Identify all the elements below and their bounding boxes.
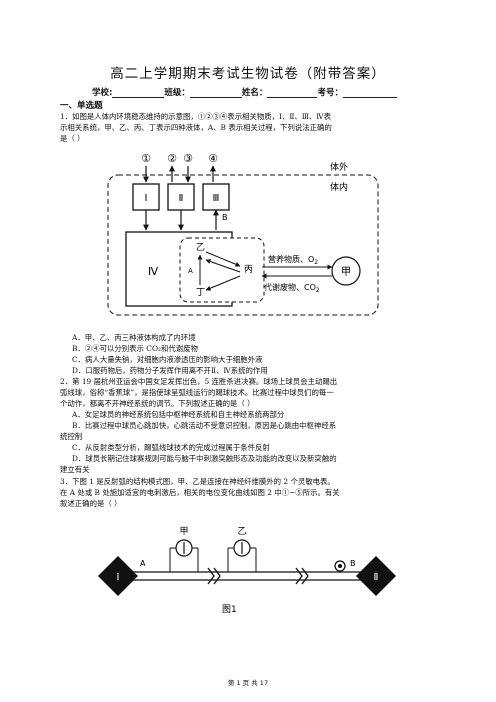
system-IV-label: Ⅳ: [148, 265, 159, 278]
q3-line-1: 3．下图 1 是反射弧的结构模式图，甲、乙是连接在神经纤维膜外的 2 个灵敏电表…: [60, 477, 335, 486]
circled-2: ②: [167, 152, 177, 165]
body-boundary: [107, 174, 379, 316]
wastes-sub: 2: [316, 287, 320, 294]
nutrients-sub: 2: [314, 259, 318, 266]
system-I-label: Ⅰ: [145, 193, 148, 204]
meter-yi-label: 乙: [237, 526, 246, 537]
arrow-bing-yi: [205, 259, 241, 273]
figure-1-caption: 图1: [222, 604, 237, 615]
internal-environment-region: [179, 237, 265, 303]
q2-option-c[interactable]: C．从反射类型分析，踢弧线球技术的完成过程属于条件反射: [72, 443, 270, 452]
structure-II-label: Ⅱ: [374, 572, 379, 583]
q2-option-a[interactable]: A．女足球员的神经系统包括中枢神经系统和自主神经系统两部分: [72, 410, 285, 419]
neuron-cell-body: [334, 560, 346, 572]
class-blank[interactable]: [189, 88, 242, 98]
q2-option-b-cont[interactable]: 统控制: [60, 432, 83, 441]
q1-option-a[interactable]: A．甲、乙、丙三种液体构成了内环境: [72, 333, 196, 342]
system-I-box: [132, 183, 160, 211]
neuron-nucleus: [338, 564, 342, 568]
circled-4: ④: [208, 152, 218, 165]
school-blank[interactable]: [112, 88, 165, 98]
wastes-text: 代谢废物、CO: [264, 282, 316, 292]
class-label: 班级：: [164, 88, 190, 98]
liquid-ding: 丁: [196, 288, 205, 298]
page-title: 高二上学期期末考试生物试卷（附带答案）: [110, 66, 386, 82]
synapse-1-left: [207, 567, 215, 585]
school-label: 学校:: [92, 88, 113, 98]
arrow-yi-bing: [205, 251, 241, 267]
synapse-1-right: [213, 567, 221, 585]
q2-option-d[interactable]: D．球员长期记住球赛规则可能与脑干中刺激突触形态及功能的改变以及新突触的: [72, 454, 337, 463]
meter-jia-label: 甲: [179, 526, 188, 537]
q1-option-b[interactable]: B．②④可以分别表示 CO₂和代谢废物: [72, 344, 198, 353]
structure-II-diamond: [356, 556, 396, 596]
q1-line-1: 1．如图是人体内环境稳态维持的示意图，①②③④表示相关物质，Ⅰ、Ⅱ、Ⅲ、Ⅳ表: [60, 112, 332, 121]
number-blank[interactable]: [342, 88, 397, 98]
q3-line-2: 在 A 处或 B 处施加适宜的电刺激后，相关的电位变化曲线如图 2 中①~⑤所示…: [60, 488, 340, 497]
q2-line-1: 2．第 19 届杭州亚运会中国女足发挥出色，5 连胜杀进决赛。球场上球员会主动踢…: [60, 377, 338, 386]
system-IV-box: [125, 231, 233, 307]
q3-line-3: 叙述正确的是（ ）: [60, 499, 122, 508]
q2-option-d-cont[interactable]: 建立有关: [60, 465, 90, 474]
outside-label: 体外: [330, 161, 348, 173]
q1-option-c[interactable]: C．病人大量失钠，对细胞内液渗透压的影响大于细胞外液: [72, 355, 263, 364]
system-II-label: Ⅱ: [179, 193, 184, 204]
q1-option-d[interactable]: D．口服药物后，药物分子发挥作用离不开Ⅱ、Ⅳ系统的作用: [72, 366, 268, 375]
liquid-bing: 丙: [244, 264, 253, 275]
meter-jia: [175, 539, 193, 557]
synapse-2-right: [301, 567, 309, 585]
student-info-line: 学校: 班级： 姓名： 考号：: [92, 86, 397, 98]
point-B-label: B: [350, 559, 356, 568]
inside-label: 体内: [330, 181, 348, 193]
liquid-jia: 甲: [341, 267, 351, 278]
number-label: 考号：: [317, 88, 343, 98]
page-footer: 第 1 页 共 17: [227, 679, 269, 687]
system-III-label: Ⅲ: [213, 193, 220, 204]
arrow-bing-ding: [205, 275, 241, 291]
system-III-box: [202, 183, 230, 211]
meter-yi: [233, 539, 251, 557]
wastes-label: 代谢废物、CO2: [264, 282, 320, 294]
q1-line-2: 示相关系统，甲、乙、丙、丁表示四种液体，A、B 表示相关过程，下列说法正确的: [60, 123, 332, 132]
section-heading: 一、单选题: [60, 101, 103, 111]
synapse-2-left: [295, 567, 303, 585]
nutrients-text: 营养物质、O: [268, 254, 314, 264]
circled-1: ①: [141, 152, 151, 165]
nutrients-label: 营养物质、O2: [268, 254, 318, 266]
system-II-box: [167, 183, 195, 211]
name-blank[interactable]: [267, 88, 318, 98]
q2-line-3: 个动作，都离不开神经系统的调节。下列叙述正确的是（ ）: [60, 399, 255, 408]
point-A-label: A: [140, 559, 146, 568]
q2-line-2: 弧线球，俗称“香蕉球”，是指使球呈弧线运行的踢球技术。比赛过程中球员们的每一: [60, 388, 334, 397]
structure-I-label: Ⅰ: [117, 572, 120, 583]
process-A-label: A: [188, 267, 193, 275]
q1-line-3: 是（ ）: [60, 134, 85, 143]
structure-I-diamond: [98, 556, 138, 596]
process-B-label: B: [222, 213, 228, 222]
liquid-jia-circle: [331, 256, 361, 286]
circled-3: ③: [183, 152, 193, 165]
q2-option-b[interactable]: B．比赛过程中球员心跳加快，心跳活动不受意识控制，原因是心跳由中枢神经系: [72, 421, 337, 430]
liquid-yi: 乙: [196, 242, 205, 253]
name-label: 姓名：: [241, 88, 268, 98]
